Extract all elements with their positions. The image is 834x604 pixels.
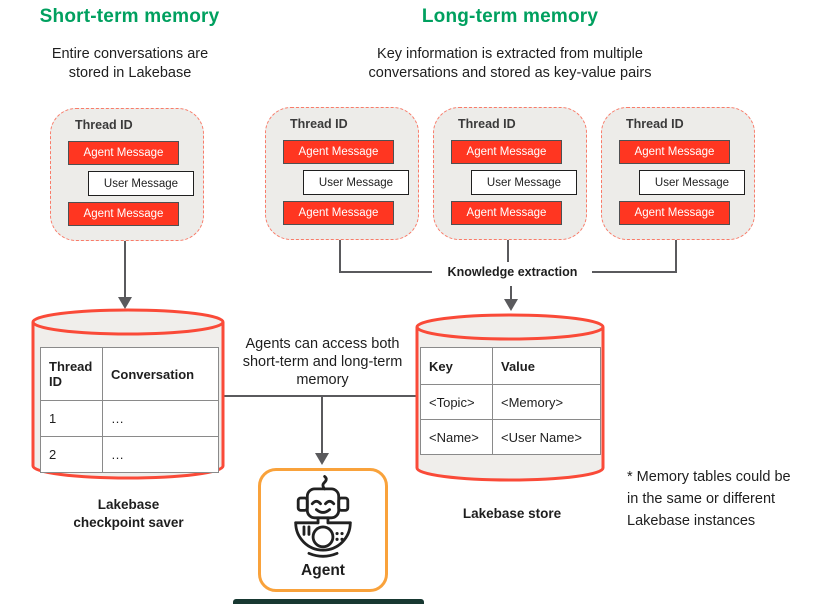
agent-message-box: Agent Message [283, 201, 394, 225]
cell: 1 [40, 400, 103, 437]
checkpoint-saver-label: Lakebase checkpoint saver [73, 497, 184, 530]
bottom-crop-bar [233, 599, 424, 604]
thread-card-short-term: Thread ID Agent Message User Message Age… [50, 108, 204, 241]
agent-message-box: Agent Message [451, 201, 562, 225]
thread-card-long-term-1: Thread ID Agent Message User Message Age… [265, 107, 419, 240]
arrow-to-store-db [504, 299, 518, 311]
long-term-subtitle: Key information is extracted from multip… [368, 46, 652, 81]
col-header: Value [492, 347, 601, 385]
short-term-title: Short-term memory [39, 6, 220, 27]
user-message-box: User Message [639, 170, 745, 195]
cell: … [102, 436, 219, 473]
table-row: <Topic> <Memory> [420, 384, 601, 420]
robot-icon [294, 475, 352, 558]
thread-id-label: Thread ID [290, 117, 348, 131]
short-term-subtitle: Entire conversations are stored in Lakeb… [51, 46, 209, 81]
cell: <Topic> [420, 384, 493, 420]
long-term-title: Long-term memory [421, 6, 599, 27]
col-header: Thread ID [40, 347, 103, 401]
table-row: 1 … [40, 400, 219, 437]
arrowheads [118, 297, 518, 465]
cell: <Name> [420, 419, 493, 455]
access-note: Agents can access both short-term and lo… [242, 336, 403, 389]
thread-id-label: Thread ID [458, 117, 516, 131]
table-header-row: Thread ID Conversation [40, 347, 219, 401]
table-row: <Name> <User Name> [420, 419, 601, 455]
agent-message-box: Agent Message [451, 140, 562, 164]
thread-id-label: Thread ID [626, 117, 684, 131]
knowledge-extraction-label: Knowledge extraction [447, 265, 578, 279]
agent-message-box: Agent Message [619, 140, 730, 164]
col-header: Conversation [102, 347, 219, 401]
user-message-box: User Message [471, 170, 577, 195]
table-row: 2 … [40, 436, 219, 473]
col-header: Key [420, 347, 493, 385]
agent-message-box: Agent Message [68, 141, 179, 165]
cell: <User Name> [492, 419, 601, 455]
arrow-to-agent [315, 453, 329, 465]
lakebase-store-label: Lakebase store [462, 506, 562, 521]
agent-label: Agent [301, 562, 345, 579]
store-table: Key Value <Topic> <Memory> <Name> <User … [420, 347, 601, 455]
footnote: * Memory tables could be in the same or … [627, 469, 791, 530]
table-header-row: Key Value [420, 347, 601, 385]
thread-id-label: Thread ID [75, 118, 133, 132]
agent-message-box: Agent Message [619, 201, 730, 225]
cell: … [102, 400, 219, 437]
agent-message-box: Agent Message [68, 202, 179, 226]
agent-message-box: Agent Message [283, 140, 394, 164]
checkpoint-table: Thread ID Conversation 1 … 2 … [40, 347, 219, 473]
cell: 2 [40, 436, 103, 473]
user-message-box: User Message [88, 171, 194, 196]
thread-card-long-term-3: Thread ID Agent Message User Message Age… [601, 107, 755, 240]
arrow-to-checkpoint-db [118, 297, 132, 309]
agent-box: Agent [258, 468, 388, 592]
thread-card-long-term-2: Thread ID Agent Message User Message Age… [433, 107, 587, 240]
connector-lines [124, 238, 677, 454]
cell: <Memory> [492, 384, 601, 420]
user-message-box: User Message [303, 170, 409, 195]
